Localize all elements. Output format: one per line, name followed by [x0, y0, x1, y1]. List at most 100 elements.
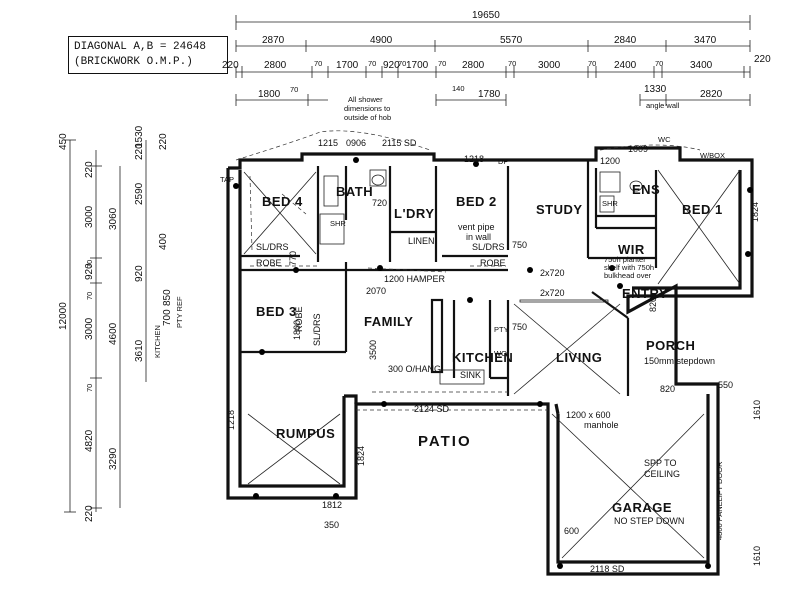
- label-wc: WC: [658, 135, 671, 144]
- dim-c3-3: 400: [158, 233, 169, 250]
- label-stepdown: 150mm stepdown: [644, 356, 715, 366]
- dim-r2-15: 70: [655, 59, 663, 68]
- dim-r2-17: 220: [754, 54, 771, 65]
- shower-note-1: All shower: [348, 95, 383, 104]
- dim-r3-3: 140: [452, 84, 465, 93]
- label-shower-ens: SHR: [602, 199, 618, 208]
- room-entry: ENTRY: [622, 286, 668, 301]
- label-sldrs-bed2: SL/DRS: [472, 242, 505, 252]
- dim-2x720-1: 2x720: [540, 268, 565, 278]
- dim-r2-10: 2800: [462, 60, 485, 71]
- room-kitchen: KITCHEN: [452, 350, 513, 365]
- dim-c3-2: 2590: [134, 182, 145, 205]
- dim-bath-2: 0906: [346, 138, 366, 148]
- dim-c3-1: 1530: [134, 125, 145, 148]
- dim-r2-5: 70: [368, 59, 376, 68]
- dim-r2-2: 2800: [264, 60, 287, 71]
- dim-1824-bed1: 1824: [750, 202, 760, 222]
- room-laundry: L'DRY: [394, 206, 435, 221]
- dim-c2-2: 4600: [108, 322, 119, 345]
- room-bed1: BED 1: [682, 202, 723, 217]
- dim-2070: 2070: [366, 286, 386, 296]
- room-patio: PATIO: [418, 433, 472, 450]
- room-family: FAMILY: [364, 314, 413, 329]
- room-labels: BED 4 BATH L'DRY BED 2 STUDY ENS BED 1 W…: [256, 182, 723, 515]
- dim-r2-14: 2400: [614, 60, 637, 71]
- dim-r2-3: 70: [314, 59, 322, 68]
- label-pantry: PTY: [494, 325, 509, 334]
- label-panel-door: 4800 PANELIFT DOOR: [715, 461, 724, 540]
- dim-r1-4: 2840: [614, 35, 637, 46]
- room-bed3: BED 3: [256, 304, 297, 319]
- dim-bath-1: 1215: [318, 138, 338, 148]
- room-bath: BATH: [336, 184, 373, 199]
- label-sldrs-bed3: SL/DRS: [312, 313, 322, 346]
- label-linen: LINEN: [408, 236, 435, 246]
- label-sink: SINK: [460, 370, 481, 380]
- label-planter-3: bulkhead over: [604, 271, 652, 280]
- dim-c1-1: 450: [58, 133, 69, 150]
- dim-r3-1: 1800: [258, 89, 281, 100]
- dim-c2-1: 3060: [108, 207, 119, 230]
- dim-r2-4: 1700: [336, 60, 359, 71]
- dim-r2-1: 220: [222, 60, 239, 71]
- dim-3500: 3500: [368, 340, 378, 360]
- dim-750-living: 750: [512, 322, 527, 332]
- dim-r3-5: 1330: [644, 84, 667, 95]
- dim-c2-3: 3290: [108, 447, 119, 470]
- kitchen-vertical-label: KITCHEN: [153, 325, 162, 358]
- fixtures: [233, 130, 753, 569]
- dim-1824-patio: 1824: [356, 446, 366, 466]
- label-vent-1: vent pipe: [458, 222, 495, 232]
- dim-c1-8: 70: [85, 384, 94, 392]
- dim-c1-3: 3000: [84, 205, 95, 228]
- label-hamper: 1200 HAMPER: [384, 274, 446, 284]
- diagonal-note-line1: DIAGONAL A,B = 24648: [74, 41, 207, 53]
- dim-c3-4: 920: [134, 265, 145, 282]
- dim-1218-rumpus: 1218: [226, 410, 236, 430]
- dim-r1-1: 2870: [262, 35, 285, 46]
- dim-820-b: 820: [648, 297, 658, 312]
- dim-r3-6: 2820: [700, 89, 723, 100]
- label-sldrs-bed4: SL/DRS: [256, 242, 289, 252]
- label-robe-bed3: ROBE: [294, 306, 304, 332]
- dim-c1-2: 220: [84, 161, 95, 178]
- dim-c1-7: 3000: [84, 317, 95, 340]
- top-dimensions: 19650 2870 4900 5570 2840 3470: [222, 10, 771, 122]
- dim-c1-9: 4820: [84, 429, 95, 452]
- dim-r1-5: 3470: [694, 35, 717, 46]
- label-robe-bed4: ROBE: [256, 258, 282, 268]
- dim-1610-b: 1610: [752, 546, 762, 566]
- dim-overall-depth: 12000: [58, 302, 69, 330]
- dim-820: 820: [660, 384, 675, 394]
- dim-750-study: 750: [512, 240, 527, 250]
- power-points: [233, 157, 753, 569]
- dim-r2-8: 1700: [406, 60, 429, 71]
- dim-c3-9: 220: [158, 133, 169, 150]
- dim-r1-2: 4900: [370, 35, 393, 46]
- dim-c3-7: 850: [162, 289, 173, 306]
- diagonal-note: DIAGONAL A,B = 24648 (BRICKWORK O.M.P.): [68, 36, 228, 74]
- room-wir: WIR: [618, 242, 645, 257]
- dim-350: 350: [324, 520, 339, 530]
- label-overhang: 300 O/HANG: [388, 364, 441, 374]
- dim-c1-4: 70: [85, 260, 94, 268]
- interior-dimensions: 1215 0906 2115 SD 1218 1200 1009 2070 72…: [226, 138, 762, 574]
- dim-overall-width: 19650: [472, 10, 500, 21]
- label-wbox: W/BOX: [700, 151, 725, 160]
- dim-r3-4: 1780: [478, 89, 501, 100]
- dim-2x720-2: 2x720: [540, 288, 565, 298]
- outer-walls: [226, 146, 754, 576]
- dim-2124: 2124 SD: [414, 404, 450, 414]
- pty-ref-label: PTY REF: [175, 296, 184, 328]
- room-rumpus: RUMPUS: [276, 426, 335, 441]
- dim-ens-1200: 1200: [600, 156, 620, 166]
- label-spp-2: CEILING: [644, 469, 680, 479]
- dim-c1-10: 220: [84, 505, 95, 522]
- label-planter-1: 750h planter: [604, 255, 646, 264]
- room-garage: GARAGE: [612, 500, 672, 515]
- room-study: STUDY: [536, 202, 583, 217]
- dim-1610-a: 1610: [752, 400, 762, 420]
- dim-ens-1009: 1009: [628, 144, 648, 154]
